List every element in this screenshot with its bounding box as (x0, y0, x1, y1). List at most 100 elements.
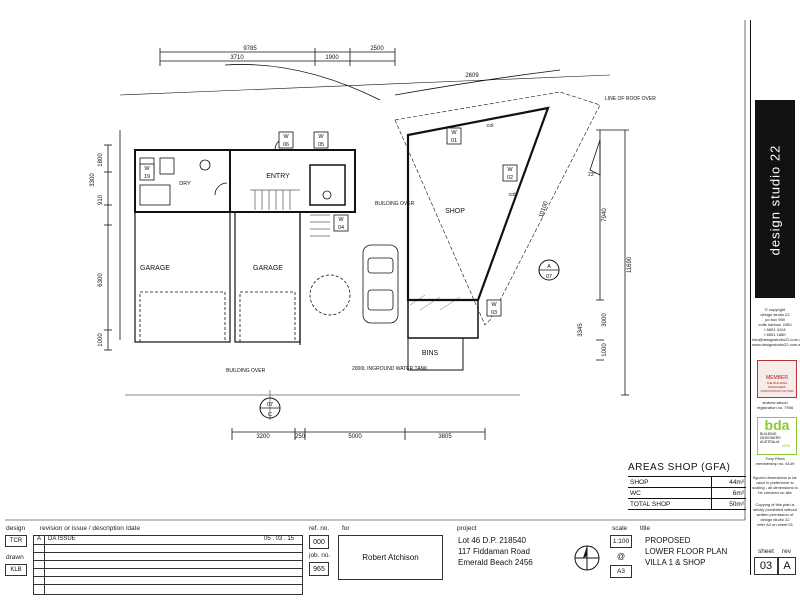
dim-left-4: 1000 (98, 333, 104, 347)
refer-note: refer A4 on sheet 01 (756, 522, 794, 527)
member-sub: THE BUILDING DESIGNERS ASSOCIATION OF NS… (760, 381, 794, 393)
project-line: 117 Fiddaman Road (458, 547, 530, 556)
scale-value: 1:100 (610, 535, 632, 548)
sidebar (750, 20, 795, 575)
client-name: Robert Atchison (338, 535, 443, 580)
col-label: col (486, 123, 493, 129)
window-tag-number: 01 (451, 138, 457, 144)
member-label: MEMBER (766, 375, 788, 381)
window-tag-letter: W (491, 302, 497, 308)
area-value: 44m² (711, 476, 746, 488)
dim-right-2: 3000 (602, 313, 608, 327)
for-label: for (342, 525, 350, 532)
tony-block: Tony Rhea membership no. 6149 (752, 456, 798, 466)
sheet-label: sheet (758, 548, 774, 555)
title-line: LOWER FLOOR PLAN (645, 547, 728, 556)
drawn-value: KLB (5, 564, 27, 576)
dim-left-0: 1800 (98, 153, 104, 167)
job-value: 965 (309, 562, 329, 576)
area-label: SHOP (628, 476, 712, 488)
bda-line: DESIGNERS (760, 436, 781, 440)
title-line: PROPOSED (645, 536, 691, 545)
copying-note: Copying of this plan is strictly prohibi… (753, 502, 797, 522)
col-label: col (508, 192, 515, 198)
window-tag-letter: W (451, 130, 457, 136)
title-label: title (640, 525, 651, 532)
bda-logo: bda BUILDING DESIGNERS AUSTRALIA NSW (757, 417, 797, 455)
project-label: project (457, 525, 477, 532)
dim-bottom-1: 250 (295, 434, 306, 440)
window-tag-number: 06 (283, 142, 289, 148)
bda-line: BUILDING (760, 432, 777, 436)
andrew-reg: registration no. 7906 (756, 405, 794, 410)
bda-line: AUSTRALIA (760, 440, 780, 444)
dim-top-0: 9785 (243, 46, 257, 52)
window-tag-letter: W (283, 134, 289, 140)
room-bins: BINS (422, 350, 439, 357)
room-garage-1: GARAGE (140, 265, 170, 272)
address-line: design studio 22 (760, 312, 790, 317)
sidebar-divider (750, 20, 751, 575)
project-line: Lot 46 D.P. 218540 (458, 536, 526, 545)
title-line: VILLA 1 & SHOP (645, 558, 706, 567)
address-line: t 6651 4104 (764, 327, 786, 332)
areas-table: AREAS SHOP (GFA) SHOP 44m² WC 6m² TOTAL … (628, 462, 746, 510)
revision-row: A DA ISSUE 05 . 03 . 15 (34, 536, 302, 545)
dim-top-2: 1900 (325, 55, 339, 61)
dim-bottom-0: 3200 (256, 434, 270, 440)
paper-size: A3 (610, 565, 632, 578)
bda-sub: NSW (782, 444, 791, 448)
address-line: info@designstudio22.com.au (752, 337, 800, 342)
tony-reg: membership no. 6149 (755, 461, 795, 466)
water-tank-note: 2000L INGROUND WATER TANK (352, 366, 428, 372)
window-tag-letter: W (338, 217, 344, 223)
sheet-revision: A (778, 557, 796, 575)
dim-bottom-3: 3805 (438, 434, 452, 440)
window-tag-number: 03 (491, 310, 497, 316)
dim-top-4: 2609 (465, 73, 479, 79)
rev-letter: A (37, 536, 42, 542)
window-tag-number: 04 (338, 225, 344, 231)
north-arrow-icon (572, 543, 602, 573)
address-line: f 6651 1880 (764, 332, 786, 337)
tony-name: Tony Rhea (765, 456, 785, 461)
dim-right-4: 1000 (602, 343, 608, 357)
dim-left-3: 6300 (98, 273, 104, 287)
member-logo: MEMBER THE BUILDING DESIGNERS ASSOCIATIO… (757, 360, 797, 398)
address-line: coffs harbour 2450 (758, 322, 792, 327)
copyright-block: © copyright design studio 22 po box 969 … (752, 307, 800, 347)
roof-note: LINE OF ROOF OVER (605, 96, 656, 102)
window-tag-letter: W (318, 134, 324, 140)
brand-name: design studio 22 (767, 144, 783, 256)
table-row: WC 6m² (628, 487, 746, 499)
room-entry: ENTRY (266, 173, 290, 180)
andrew-block: andrew wilson registration no. 7906 (752, 400, 798, 410)
building-over-note: BUILDING OVER (375, 201, 415, 207)
title-block: design TCR drawn KLB revision or issue /… (0, 525, 800, 600)
ref-value: 000 (309, 535, 329, 549)
window-tag-number: 05 (318, 142, 324, 148)
brand-block (755, 100, 795, 298)
rev-description: DA ISSUE (48, 536, 76, 542)
dim-left-2: 910 (98, 194, 104, 205)
section-letter: 07 (267, 402, 273, 408)
scale-label: scale (612, 525, 628, 532)
section-number: 07 (546, 274, 552, 280)
drawing-title: PROPOSED LOWER FLOOR PLAN VILLA 1 & SHOP (645, 535, 727, 568)
room-dry: DRY (179, 181, 191, 187)
area-label: TOTAL SHOP (628, 498, 712, 510)
revision-table: A DA ISSUE 05 . 03 . 15 (33, 535, 303, 595)
revision-label: revision or issue / description /date (40, 525, 141, 532)
sheet-number: 03 (754, 557, 778, 575)
dim-right-3: 3345 (578, 323, 584, 337)
figured-note: figured dimensions to be used in prefere… (752, 475, 798, 495)
drawn-label: drawn (6, 554, 24, 561)
dim-bottom-2: 5000 (348, 434, 362, 440)
table-row: SHOP 44m² (628, 476, 746, 488)
area-value: 6m² (711, 487, 746, 499)
copyright-text: © copyright (764, 307, 786, 312)
rev-date: 05 . 03 . 15 (264, 536, 295, 542)
design-value: TCR (5, 535, 27, 547)
dim-left-1: 3300 (90, 173, 96, 187)
